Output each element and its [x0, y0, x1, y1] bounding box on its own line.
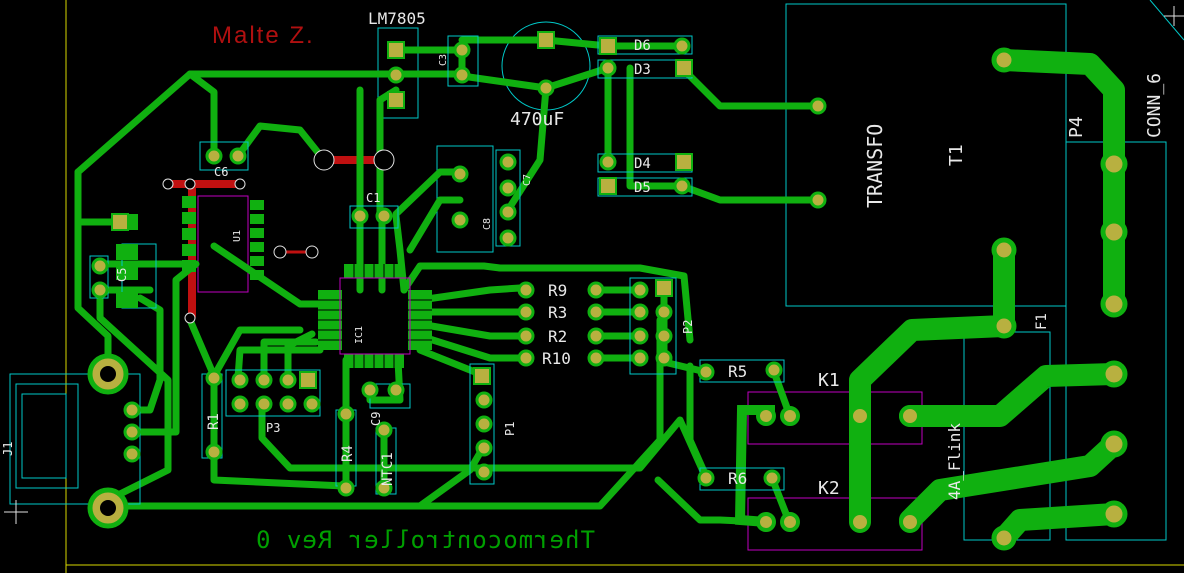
r9-label: R9	[548, 281, 567, 300]
round-pads	[91, 37, 827, 497]
c5-label: C5	[115, 268, 129, 282]
d4-label: D4	[634, 156, 651, 172]
crosshair-markers	[4, 6, 1184, 524]
back-copper-traces	[164, 156, 388, 320]
relay-wide-traces	[734, 405, 775, 527]
title-text: Thermocontroller Rev 0	[255, 526, 595, 554]
k2-label: K2	[818, 478, 840, 499]
smd-pad-grid	[318, 264, 432, 368]
c1-label: C1	[366, 191, 380, 205]
c7-label: C7	[522, 174, 533, 186]
relay-pads	[756, 405, 921, 533]
r1-label: R1	[206, 413, 222, 430]
r4-label: R4	[340, 445, 356, 462]
fuse-label: 4A_Flink	[945, 423, 964, 500]
ic1-body	[339, 277, 411, 355]
ntc-label: NTC1	[380, 452, 396, 486]
d3-label: D3	[634, 62, 651, 78]
p3-label: P3	[266, 421, 280, 435]
f1-label: F1	[1034, 313, 1050, 330]
c3-label: C3	[438, 54, 449, 66]
u1-label: U1	[232, 230, 243, 242]
r5-label: R5	[728, 362, 747, 381]
j1-label: J1	[1, 442, 15, 456]
c6-label: C6	[214, 165, 228, 179]
conn6-label: CONN_6	[1144, 73, 1165, 138]
r6-label: R6	[728, 469, 747, 488]
mounting-holes	[87, 353, 129, 529]
square-pads	[111, 31, 693, 389]
c9-label: C9	[369, 412, 383, 426]
p1-label: P1	[503, 422, 517, 436]
r3-label: R3	[548, 303, 567, 322]
d6-label: D6	[634, 38, 651, 54]
j1-connector	[15, 383, 79, 489]
ic1-label: IC1	[354, 326, 365, 344]
k1-label: K1	[818, 370, 840, 391]
large-pads	[991, 47, 1128, 551]
r2-label: R2	[548, 327, 567, 346]
author-text: Malte Z.	[212, 22, 315, 49]
transfo-label: TRANSFO	[863, 124, 887, 208]
r10-label: R10	[542, 349, 571, 368]
vias	[162, 149, 395, 324]
c8-label: C8	[482, 218, 493, 230]
t1-label: T1	[946, 144, 967, 166]
cap470-label: 470uF	[510, 109, 564, 130]
lm7805-label: LM7805	[368, 9, 426, 28]
p2-label: P2	[681, 320, 695, 334]
p4-label: P4	[1066, 116, 1087, 138]
d5-label: D5	[634, 180, 651, 196]
